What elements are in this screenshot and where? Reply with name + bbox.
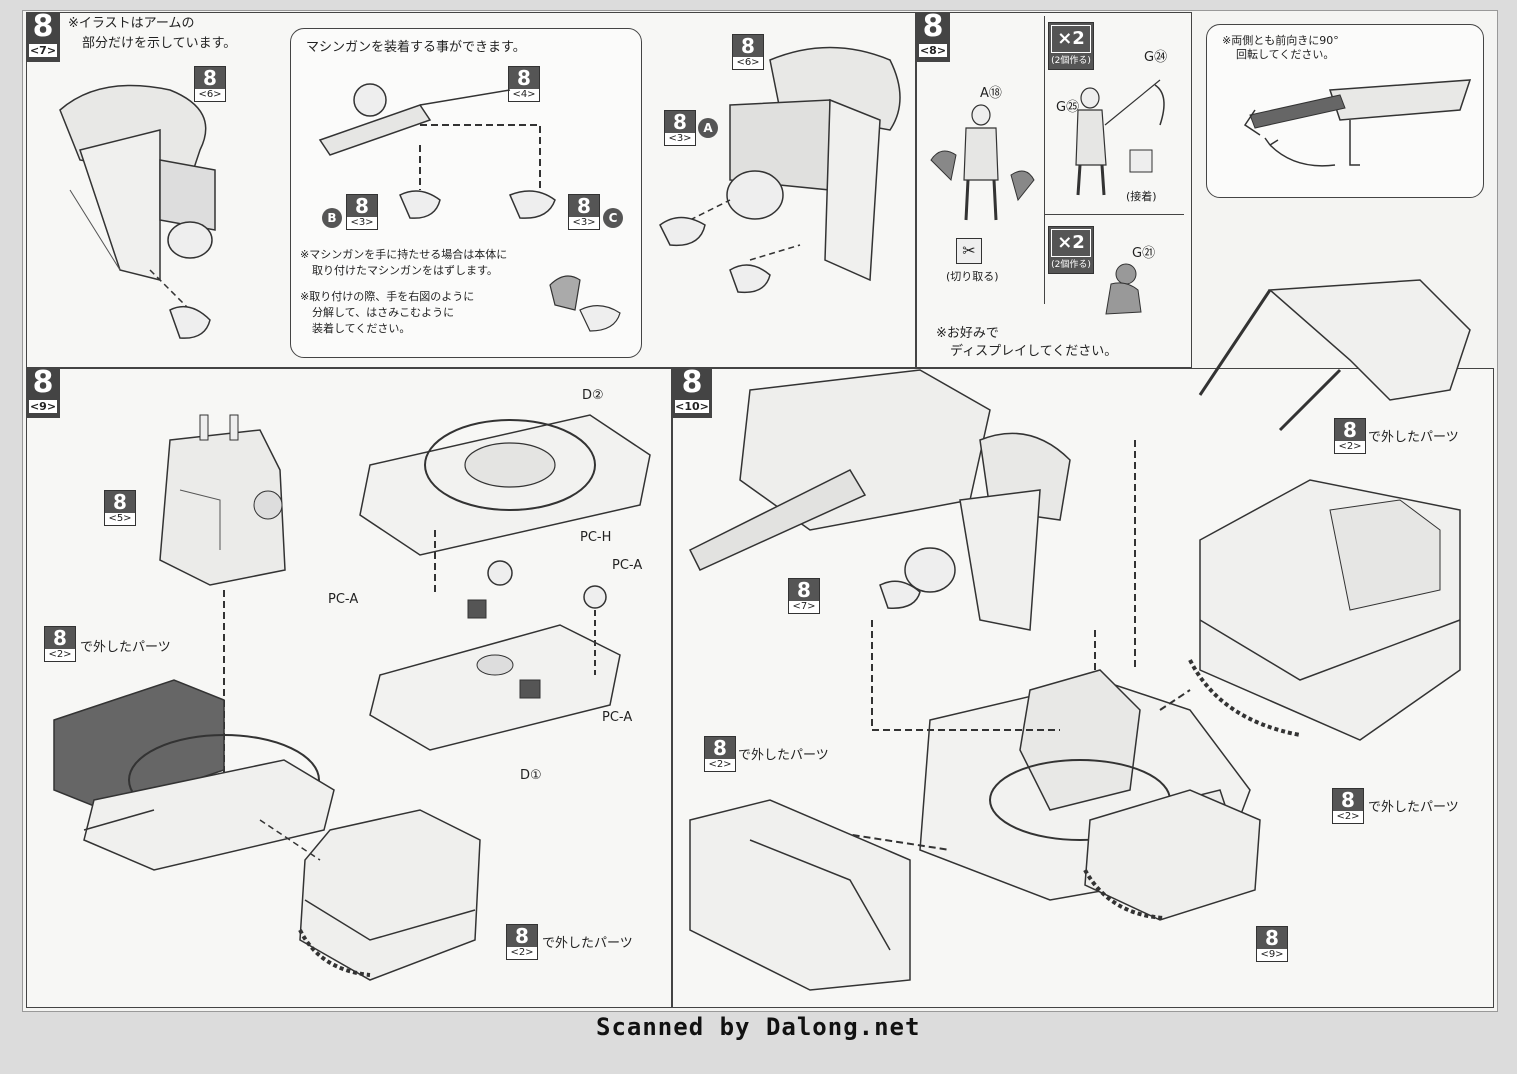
machinegun-note2-line1: ※取り付けの際、手を右図のように	[300, 290, 475, 303]
machinegun-callout	[290, 28, 642, 358]
badge-make-two-2: ×2 (2個作る)	[1048, 226, 1094, 274]
label-b-circle: B	[322, 208, 342, 228]
machinegun-title: マシンガンを装着する事ができます。	[306, 40, 526, 55]
upper-body-assembly	[688, 369, 1071, 631]
right-track-assembly	[1188, 479, 1461, 741]
removed-parts-label-left-panel10: で外したパーツ	[738, 748, 829, 763]
ref-8-6-arm: 8 <6>	[194, 66, 226, 102]
ref-8-3-hand-a: 8 <3>	[664, 110, 696, 146]
torso-illustration	[159, 414, 286, 586]
arm-illustration-left	[59, 84, 216, 339]
arm-note-line2: 部分だけを示しています。	[82, 36, 237, 51]
ref-8-7-arm: 8 <7>	[788, 578, 820, 614]
open-hand-illustration	[549, 275, 621, 332]
cut-label: (切り取る)	[946, 270, 999, 283]
pilot-figure-gloves	[1075, 79, 1165, 196]
ref-8-2-left-panel10: 8 <2>	[704, 736, 736, 772]
step-badge-8-8: 8 <8>	[916, 12, 950, 62]
ref-8-5-torso: 8 <5>	[104, 490, 136, 526]
machinegun-note1-line1: ※マシンガンを手に持たせる場合は本体に	[300, 248, 508, 261]
track-unit-bottom	[259, 809, 481, 981]
rotate-illustration	[1243, 79, 1472, 167]
g21-label: G㉑	[1132, 246, 1156, 261]
part-pca-right-label: PC-A	[612, 558, 643, 573]
step-badge-8-7: 8 <7>	[26, 12, 60, 62]
panel-step-8-8	[916, 12, 1192, 368]
pilot-figure-standing	[930, 104, 1035, 221]
removed-parts-label-right-panel10: で外したパーツ	[1368, 800, 1459, 815]
dashed-guides-panel10	[819, 440, 1191, 851]
part-pch-label: PC-H	[580, 530, 612, 545]
ref-8-2-top-right: 8 <2>	[1334, 418, 1366, 454]
figure-a18-label: A⑱	[980, 86, 1002, 101]
turret-ring-illustration	[359, 414, 651, 595]
removed-parts-label-top-right: で外したパーツ	[1368, 430, 1459, 445]
machinegun-note2-line3: 装着してください。	[312, 322, 411, 335]
part-d2-label: D②	[582, 388, 604, 403]
removed-parts-label-bottom: で外したパーツ	[542, 936, 633, 951]
g25-label: G㉕	[1056, 100, 1080, 115]
display-note-line2: ディスプレイしてください。	[950, 344, 1118, 359]
g24-label: G㉔	[1144, 50, 1168, 65]
ref-8-4-gun: 8 <4>	[508, 66, 540, 102]
glue-label: (接着)	[1126, 190, 1157, 203]
arm-note-line1: ※イラストはアームの	[68, 16, 195, 31]
step-badge-8-9: 8 <9>	[26, 368, 60, 418]
ref-8-2-right-panel10: 8 <2>	[1332, 788, 1364, 824]
ref-8-3-right-hand: 8 <3>	[568, 194, 600, 230]
divider	[1044, 214, 1184, 215]
base-assembly-left	[53, 679, 335, 871]
step-sub: <7>	[28, 43, 58, 58]
part-pca-left-label: PC-A	[328, 592, 359, 607]
front-track-assembly	[1083, 789, 1261, 921]
machinegun-note1-line2: 取り付けたマシンガンをはずします。	[312, 264, 498, 277]
ref-8-9-bottom: 8 <9>	[1256, 926, 1288, 962]
rotate-note-line1: ※両側とも前向きに90°	[1222, 34, 1339, 47]
lower-left-frame-illustration	[689, 799, 911, 991]
lower-base-illustration	[369, 560, 621, 751]
step-badge-8-10: 8 <10>	[672, 368, 712, 418]
part-d1-label: D①	[520, 768, 542, 783]
machinegun-note2-line2: 分解して、はさみこむように	[312, 306, 455, 319]
cut-icon: ✂	[956, 238, 982, 264]
ref-8-2-left-track: 8 <2>	[44, 626, 76, 662]
kneeling-figure	[1105, 263, 1142, 315]
machinegun-illustration	[318, 83, 556, 219]
badge-make-two-1: ×2 (2個作る)	[1048, 22, 1094, 70]
removed-parts-label-left: で外したパーツ	[80, 640, 171, 655]
step-number: 8	[32, 9, 54, 44]
label-a-circle: A	[698, 118, 718, 138]
ref-8-3-left-hand: 8 <3>	[346, 194, 378, 230]
top-right-frame-illustration	[1198, 279, 1471, 432]
part-pca-bottom-label: PC-A	[602, 710, 633, 725]
arm-illustration-right	[659, 46, 901, 294]
scan-credit: Scanned by Dalong.net	[596, 1013, 921, 1041]
rotate-note-line2: 回転してください。	[1236, 48, 1335, 61]
ref-8-6-arm-right: 8 <6>	[732, 34, 764, 70]
ref-8-2-bottom-track: 8 <2>	[506, 924, 538, 960]
display-note-line1: ※お好みで	[936, 326, 999, 341]
label-c-circle: C	[603, 208, 623, 228]
divider-vertical	[1044, 16, 1045, 304]
